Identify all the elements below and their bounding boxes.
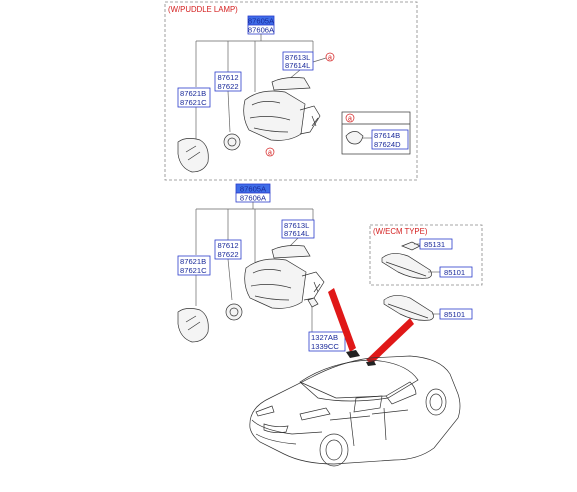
- puddle-lamp-number-1: 87614B: [374, 131, 400, 140]
- puddle-main-part-number-1: 87605A: [248, 17, 275, 26]
- ecm-mirror-number: 85101: [444, 268, 465, 277]
- puddle-actuator[interactable]: [223, 133, 241, 151]
- main-screw-number-2: 1339CC: [311, 342, 339, 351]
- puddle-actuator-number-1: 87612: [217, 73, 238, 82]
- ecm-cover-part[interactable]: [401, 241, 421, 251]
- main-part-number-1: 87605A: [240, 185, 267, 194]
- puddle-lamp-inset: (W/PUDDLE LAMP) 87605A 87606A 87613L 876…: [164, 1, 418, 181]
- puddle-lamp-number-2: 87624D: [374, 140, 401, 149]
- main-part-number-2: 87606A: [240, 194, 267, 203]
- ecm-mirror-label[interactable]: 85101: [439, 266, 473, 278]
- main-screw-number-1: 1327AB: [311, 333, 338, 342]
- puddle-lamp-part[interactable]: [345, 131, 364, 145]
- main-actuator-number-1: 87612: [217, 241, 238, 250]
- puddle-lamp-header: (W/PUDDLE LAMP): [168, 5, 238, 14]
- car-windshield: [299, 381, 387, 399]
- puddle-cover-number-1: 87613L: [285, 53, 310, 62]
- car-headlights: [255, 405, 331, 421]
- main-actuator-number-2: 87622: [217, 250, 238, 259]
- ecm-inset: (W/ECM TYPE) 85131 85101: [369, 224, 483, 286]
- car-body-outline: [249, 355, 461, 465]
- main-actuator[interactable]: [225, 303, 243, 321]
- car-front-wheel: [319, 433, 349, 467]
- main-cover-number-2: 87614L: [284, 229, 309, 238]
- puddle-actuator-number-2: 87622: [217, 82, 238, 91]
- puddle-mirror-housing[interactable]: [243, 90, 321, 141]
- main-mirror-housing[interactable]: [244, 258, 325, 309]
- puddle-main-part-number-2: 87606A: [248, 26, 275, 35]
- main-actuator-label[interactable]: 87612 87622: [214, 239, 242, 260]
- puddle-lamp-label[interactable]: 87614B 87624D: [371, 129, 409, 150]
- ecm-header: (W/ECM TYPE): [373, 227, 428, 236]
- puddle-cover-label[interactable]: 87613L 87614L: [282, 51, 314, 71]
- puddle-glass-number-1: 87621B: [180, 89, 206, 98]
- puddle-mirror-cover[interactable]: [271, 77, 311, 91]
- car-side-windows: [353, 381, 417, 413]
- svg-text:a: a: [328, 55, 332, 62]
- main-mirror-glass[interactable]: [177, 308, 209, 343]
- outside-mirror-arrow: [328, 288, 356, 352]
- puddle-lamp-ref-mark: a: [348, 116, 352, 123]
- inner-mirror-standard: 85101: [383, 295, 473, 321]
- puddle-ref-mark-2: a: [265, 147, 275, 157]
- puddle-glass-number-2: 87621C: [180, 98, 207, 107]
- main-part-label[interactable]: 87605A 87606A: [235, 183, 271, 203]
- main-cover-label[interactable]: 87613L 87614L: [281, 219, 315, 239]
- inner-mirror-number: 85101: [444, 310, 465, 319]
- puddle-glass-label[interactable]: 87621B 87621C: [177, 87, 211, 108]
- puddle-actuator-label[interactable]: 87612 87622: [214, 71, 242, 92]
- ecm-inner-mirror[interactable]: [381, 253, 432, 279]
- sedan-car: [249, 350, 461, 467]
- location-arrows: [328, 288, 414, 364]
- puddle-lamp-inset-frame: [164, 1, 418, 181]
- main-mirror-cover[interactable]: [271, 245, 311, 259]
- main-glass-label[interactable]: 87621B 87621C: [177, 255, 211, 276]
- puddle-ref-mark-1: a: [325, 52, 335, 62]
- puddle-main-part-label[interactable]: 87605A 87606A: [247, 15, 275, 35]
- car-grille: [263, 423, 289, 434]
- ecm-cover-label[interactable]: 85131: [419, 238, 453, 250]
- puddle-lamp-subbox: a 87614B 87624D: [341, 111, 411, 155]
- car-door-lines: [329, 407, 409, 447]
- inner-mirror-arrow: [366, 318, 414, 364]
- car-inner-mirror-marker: [366, 361, 376, 366]
- car-front-bumper: [251, 419, 323, 445]
- car-roof: [299, 359, 419, 402]
- ecm-inset-frame: [369, 224, 483, 286]
- svg-text:a: a: [268, 150, 272, 157]
- main-glass-number-1: 87621B: [180, 257, 206, 266]
- car-rear-wheel: [425, 388, 447, 416]
- puddle-cover-number-2: 87614L: [285, 61, 310, 70]
- main-screw[interactable]: [307, 297, 319, 308]
- main-glass-number-2: 87621C: [180, 266, 207, 275]
- ecm-cover-number: 85131: [424, 240, 445, 249]
- main-cover-number-1: 87613L: [284, 221, 309, 230]
- inner-mirror-part[interactable]: [383, 295, 434, 321]
- main-screw-label[interactable]: 1327AB 1339CC: [308, 331, 346, 352]
- main-mirror-assembly: 87605A 87606A 87613L 87614L 87612 87622 …: [177, 183, 346, 352]
- puddle-mirror-glass[interactable]: [177, 138, 209, 173]
- inner-mirror-label[interactable]: 85101: [439, 308, 473, 320]
- car-mirror-marker: [346, 350, 360, 358]
